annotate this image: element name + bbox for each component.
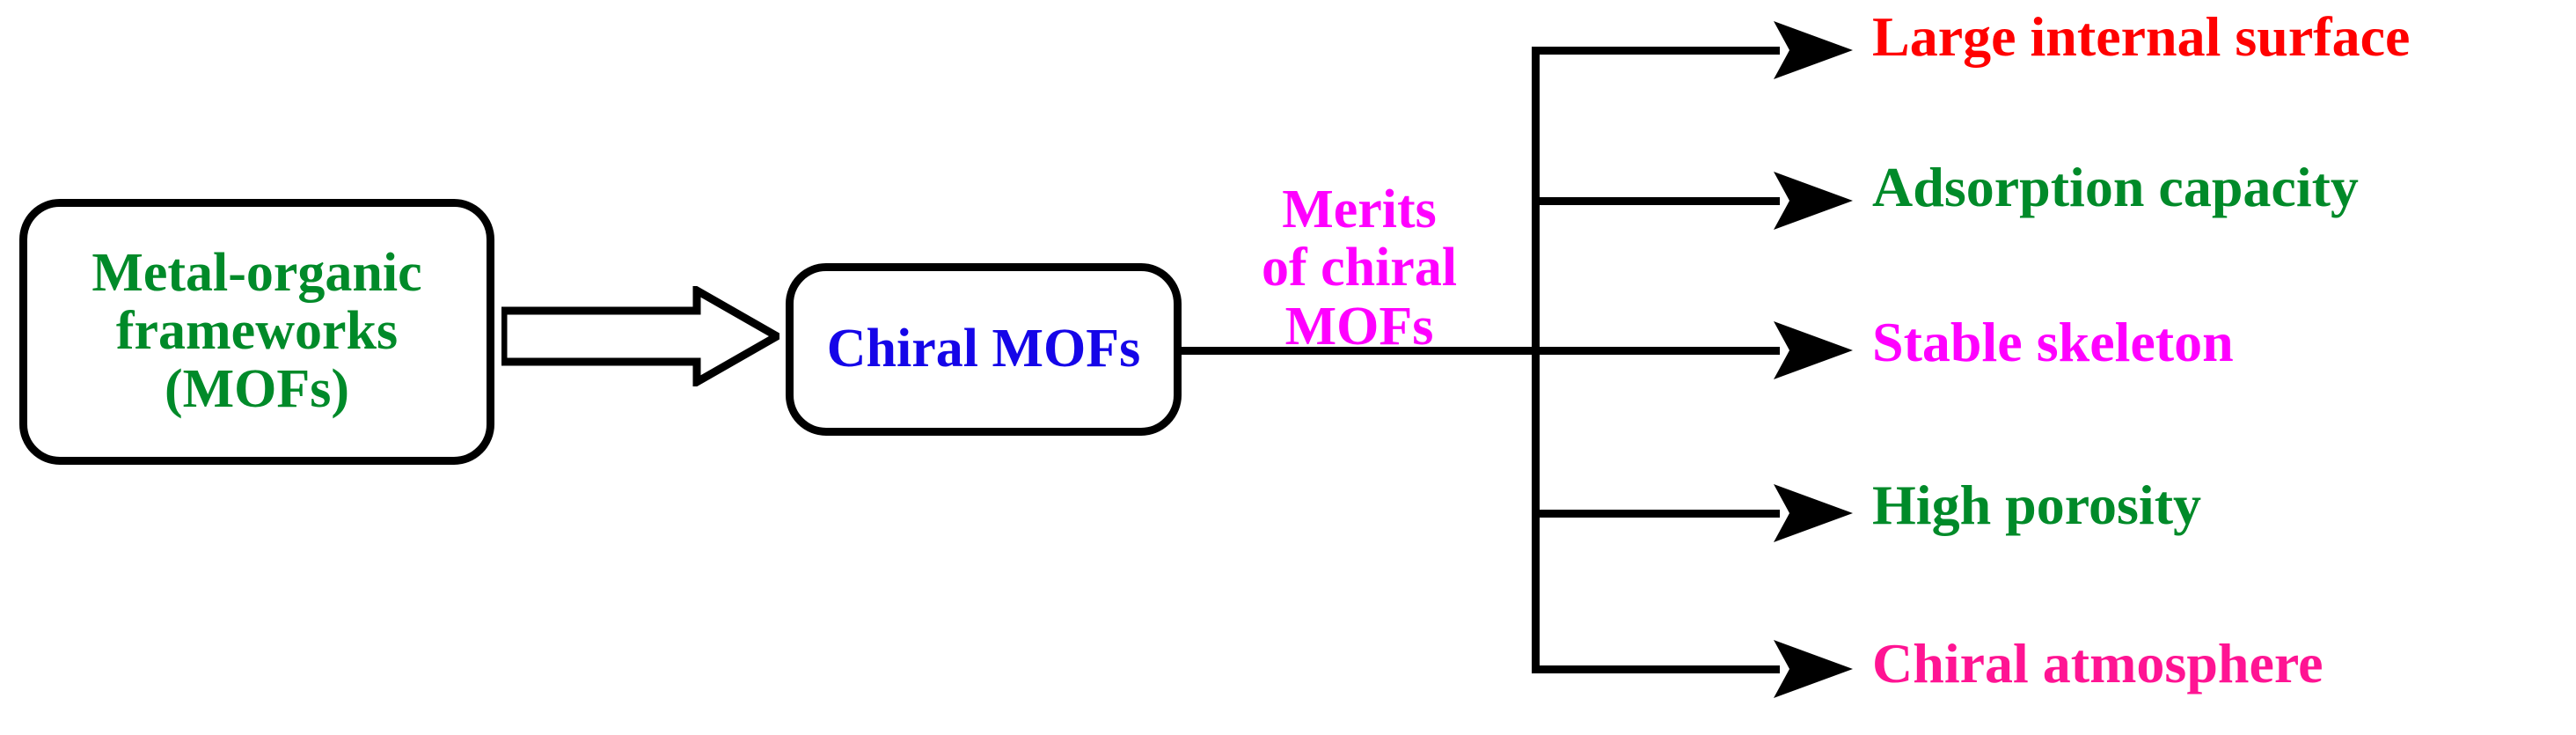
merit-label-high-porosity: High porosity <box>1872 474 2201 536</box>
merit-label-chiral-atmosphere: Chiral atmosphere <box>1872 632 2324 695</box>
merit-label-large-internal-surface: Large internal surface <box>1872 5 2411 68</box>
branch-line-1 <box>1532 47 1780 55</box>
merit-label-adsorption-capacity: Adsorption capacity <box>1872 156 2359 218</box>
branch-line-4 <box>1532 510 1780 518</box>
arrow-right-icon-1 <box>1770 16 1855 85</box>
node-chiral-mofs-label: Chiral MOFs <box>826 319 1141 379</box>
node-metal-organic-frameworks[interactable]: Metal-organic frameworks (MOFs) <box>19 199 494 465</box>
connector-label-merits-of-chiral-mofs: Merits of chiral MOFs <box>1261 180 1458 356</box>
connector-trunk-line <box>1177 347 1540 355</box>
block-arrow-icon <box>499 283 786 389</box>
arrow-right-icon-4 <box>1770 479 1855 548</box>
connector-vertical-spine <box>1532 47 1540 673</box>
arrow-right-icon-2 <box>1770 166 1855 235</box>
branch-line-2 <box>1532 197 1780 205</box>
merit-label-stable-skeleton: Stable skeleton <box>1872 311 2234 373</box>
node-metal-organic-frameworks-label: Metal-organic frameworks (MOFs) <box>91 243 422 419</box>
arrow-right-icon-3 <box>1770 316 1855 385</box>
branch-line-5 <box>1532 665 1780 673</box>
arrow-right-icon-5 <box>1770 635 1855 703</box>
node-chiral-mofs[interactable]: Chiral MOFs <box>786 263 1182 436</box>
branch-line-3 <box>1532 347 1780 355</box>
